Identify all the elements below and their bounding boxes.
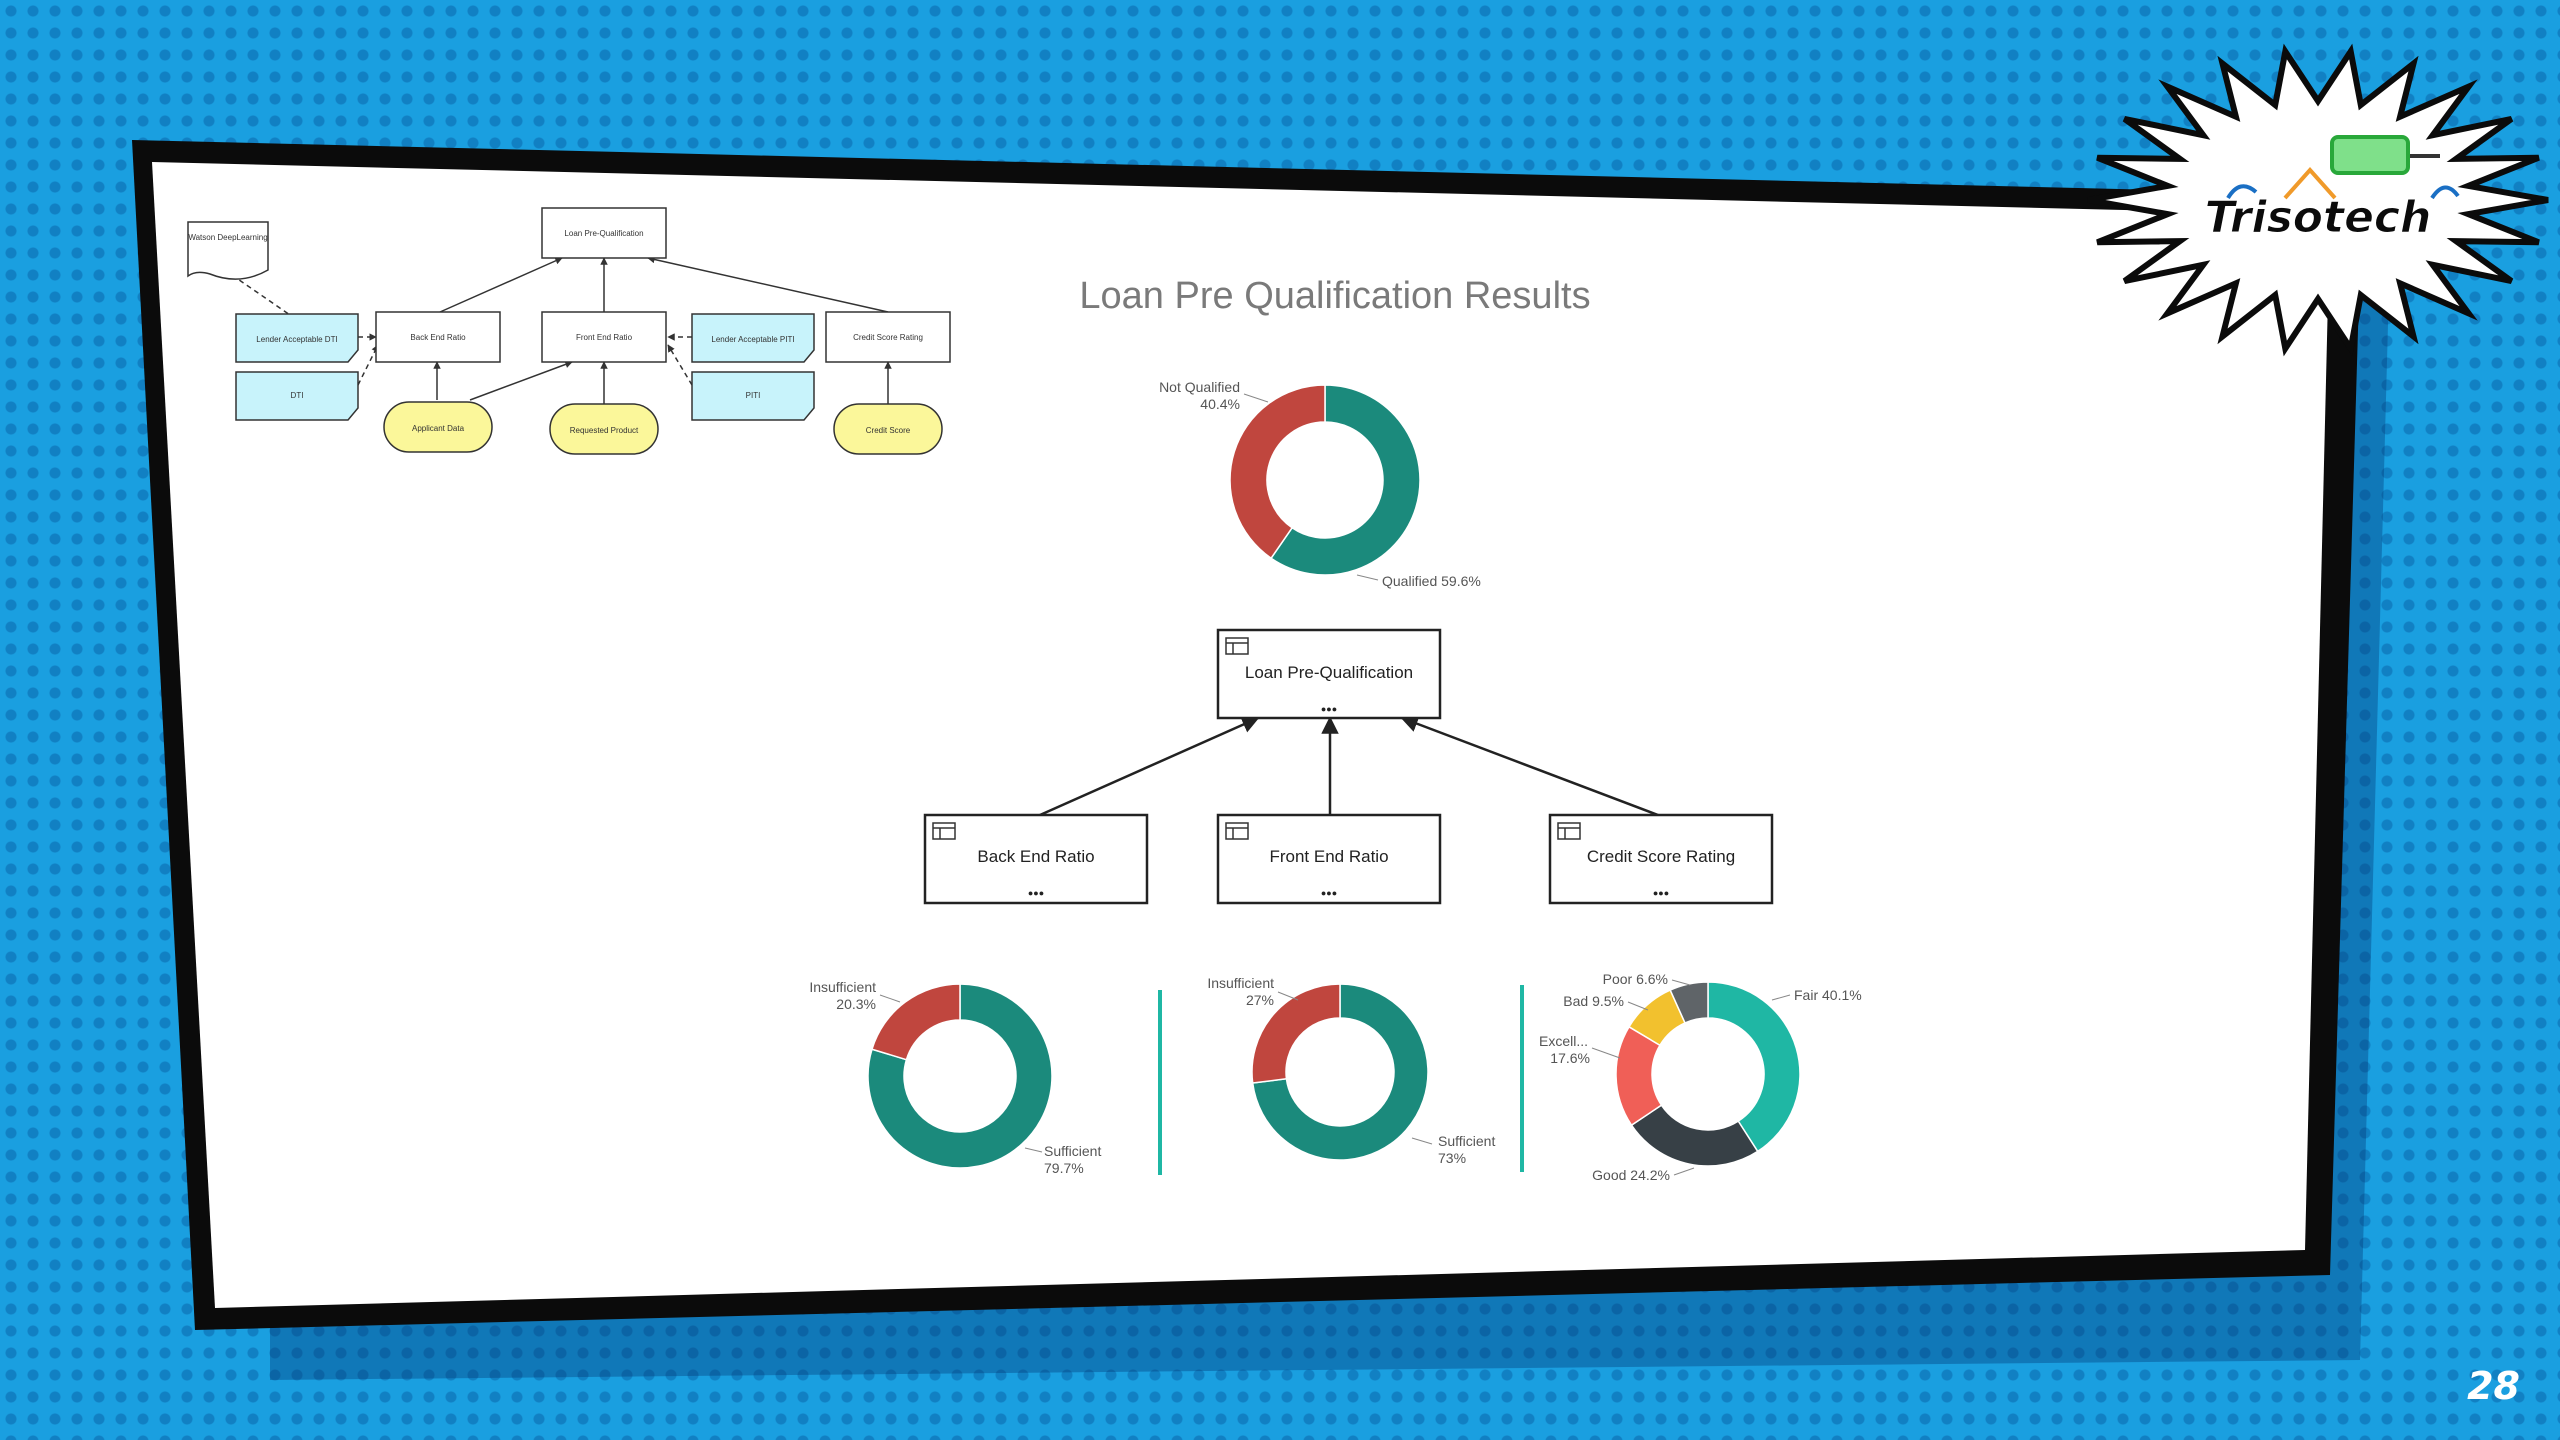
table-icon: [1225, 822, 1249, 840]
leader-line: [1627, 1001, 1649, 1011]
label-excellent: Excell...: [1539, 1033, 1588, 1049]
label-fair: Fair 40.1%: [1794, 987, 1862, 1003]
mini-decision-label: Front End Ratio: [576, 333, 633, 342]
decision-label: Front End Ratio: [1269, 847, 1388, 866]
mini-knowledge-label: PITI: [746, 391, 761, 400]
decision-node-credit-score-rating[interactable]: Credit Score Rating ●●●: [1548, 813, 1774, 905]
decision-node-back-end-ratio[interactable]: Back End Ratio ●●●: [923, 813, 1149, 905]
decision-node-top[interactable]: Loan Pre-Qualification ●●●: [1216, 628, 1442, 720]
donut-front-end-ratio: [1251, 983, 1429, 1161]
more-icon: ●●●: [1028, 888, 1044, 898]
leader-line: [1671, 979, 1691, 986]
donut-slice-insufficient: [871, 983, 961, 1061]
leader-line: [1411, 1137, 1433, 1145]
mini-knowledge-label: DTI: [291, 391, 304, 400]
label-sufficient: Sufficient: [1438, 1133, 1495, 1149]
table-icon: [1557, 822, 1581, 840]
table-icon: [932, 822, 956, 840]
more-icon: ●●●: [1653, 888, 1669, 898]
label-excellent-value: 17.6%: [1550, 1050, 1590, 1066]
edge-back-end: [1039, 716, 1260, 817]
label-insufficient-value: 27%: [1246, 992, 1274, 1008]
label-qualified: Qualified 59.6%: [1382, 573, 1481, 589]
label-sufficient-value: 79.7%: [1044, 1160, 1084, 1176]
mini-decision-label: Back End Ratio: [410, 333, 466, 342]
page-title: Loan Pre Qualification Results: [1079, 275, 1590, 317]
label-not-qualified-value: 40.4%: [1200, 396, 1240, 412]
starburst-icon: [2087, 43, 2549, 357]
content-panel: [152, 162, 2330, 1308]
label-poor: Poor 6.6%: [1603, 971, 1668, 987]
main-diagram: Loan Pre-Qualification ●●● Back End Rati…: [923, 628, 1774, 905]
donut-slice-sufficient: [867, 983, 1053, 1169]
mini-knowledge-label: Lender Acceptable DTI: [256, 335, 337, 344]
decision-label: Back End Ratio: [977, 847, 1094, 866]
edge-credit-score: [1400, 715, 1659, 817]
mini-diagram: Watson DeepLearning Loan Pre-Qualificati…: [187, 207, 951, 455]
mini-note-label: Watson DeepLearning: [188, 233, 267, 242]
label-bad: Bad 9.5%: [1563, 993, 1624, 1009]
leader-line: [1591, 1047, 1621, 1059]
label-insufficient-value: 20.3%: [836, 996, 876, 1012]
leader-line: [1771, 994, 1791, 1001]
leader-line: [1243, 393, 1269, 403]
mini-knowledge-label: Lender Acceptable PITI: [711, 335, 794, 344]
more-icon: ●●●: [1321, 704, 1337, 714]
donut-slice-fair: [1707, 981, 1801, 1153]
mini-input-label: Requested Product: [570, 426, 639, 435]
donut-slice-insufficient: [1251, 983, 1341, 1084]
label-sufficient-value: 73%: [1438, 1150, 1466, 1166]
decision-label: Credit Score Rating: [1587, 847, 1735, 866]
donut-credit-score-rating: [1615, 981, 1801, 1167]
leader-line: [1024, 1147, 1043, 1153]
donut-qualification: [1229, 384, 1421, 576]
svg-text:Watson DeepLearning: Watson DeepLearning: [188, 233, 267, 242]
mini-decision-label: Credit Score Rating: [853, 333, 923, 342]
mini-top-label: Loan Pre-Qualification: [564, 229, 643, 238]
leader-line: [879, 994, 901, 1003]
label-not-qualified: Not Qualified: [1159, 379, 1240, 395]
label-good: Good 24.2%: [1592, 1167, 1670, 1183]
decision-node-front-end-ratio[interactable]: Front End Ratio ●●●: [1216, 813, 1442, 905]
donut-slice-qualified: [1270, 384, 1421, 576]
mini-input-label: Credit Score: [866, 426, 911, 435]
label-insufficient: Insufficient: [1207, 975, 1274, 991]
label-sufficient: Sufficient: [1044, 1143, 1101, 1159]
leader-line: [1356, 574, 1379, 581]
leader-line: [1277, 991, 1299, 1001]
table-icon: [1225, 637, 1249, 655]
donut-slice-not-qualified: [1229, 384, 1326, 560]
logo-text: Trisotech: [2205, 192, 2432, 243]
trisotech-logo[interactable]: Trisotech: [2087, 43, 2549, 357]
page-number: 28: [2467, 1364, 2520, 1408]
donut-back-end-ratio: [867, 983, 1053, 1169]
mini-input-label: Applicant Data: [412, 424, 465, 433]
more-icon: ●●●: [1321, 888, 1337, 898]
flow-icon: [2226, 135, 2460, 200]
leader-line: [1673, 1167, 1695, 1176]
donut-slice-poor: [1669, 981, 1709, 1024]
decision-label: Loan Pre-Qualification: [1245, 663, 1413, 682]
label-insufficient: Insufficient: [809, 979, 876, 995]
donut-slice-sufficient: [1251, 983, 1429, 1161]
